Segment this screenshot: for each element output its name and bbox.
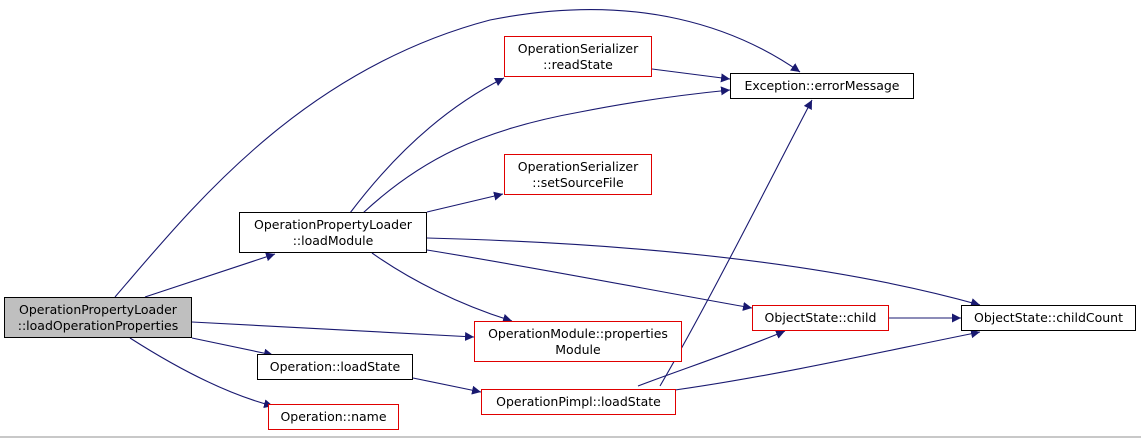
edge-root-to-loadstate <box>191 337 274 358</box>
node-label: OperationPimpl::loadState <box>496 394 661 409</box>
node-read-state[interactable]: OperationSerializer ::readState <box>504 36 652 77</box>
node-label-line1: OperationPropertyLoader <box>19 301 177 317</box>
node-label: Exception::errorMessage <box>744 78 900 93</box>
edge-loadmodule-to-errormessage <box>362 86 731 214</box>
bottom-divider <box>0 436 1141 438</box>
edge-loadmodule-to-propertiesmodule <box>371 252 513 323</box>
node-label: ObjectState::child <box>764 310 877 325</box>
node-label: Operation::loadState <box>269 359 401 374</box>
node-label-line2: ::setSourceFile <box>532 174 624 190</box>
node-object-state-child[interactable]: ObjectState::child <box>752 305 889 331</box>
edge-root-to-propertiesmodule <box>191 321 475 342</box>
node-label-line1: OperationPropertyLoader <box>254 216 412 232</box>
edge-root-to-loadmodule <box>144 252 276 298</box>
edge-loadmodule-to-setsourcefile <box>426 191 504 213</box>
edge-pimplloadstate-to-childcount <box>674 329 981 391</box>
node-label-line1: OperationModule::properties <box>488 325 668 341</box>
node-object-state-child-count[interactable]: ObjectState::childCount <box>961 305 1136 331</box>
node-operation-name[interactable]: Operation::name <box>268 404 399 430</box>
edge-loadmodule-to-child <box>426 249 753 311</box>
node-pimpl-load-state[interactable]: OperationPimpl::loadState <box>481 389 676 415</box>
node-load-module[interactable]: OperationPropertyLoader ::loadModule <box>239 212 427 253</box>
node-label-line1: OperationSerializer <box>517 40 639 56</box>
node-load-operation-properties: OperationPropertyLoader ::loadOperationP… <box>4 297 192 338</box>
edge-root-to-errormessage <box>114 9 801 298</box>
edge-pimplloadstate-to-child <box>637 330 786 387</box>
node-label: Operation::name <box>280 409 387 424</box>
edge-pimplloadstate-to-errormessage <box>659 99 813 387</box>
edge-root-to-name <box>129 337 274 409</box>
node-label-line2: Module <box>555 341 601 357</box>
node-label-line2: ::loadOperationProperties <box>17 317 179 333</box>
edge-loadmodule-to-readstate <box>349 77 505 214</box>
edge-readstate-to-errormessage <box>651 68 731 83</box>
node-error-message[interactable]: Exception::errorMessage <box>730 73 914 99</box>
node-label-line2: ::loadModule <box>292 232 374 248</box>
node-label-line2: ::readState <box>543 56 613 72</box>
node-operation-load-state[interactable]: Operation::loadState <box>257 354 413 380</box>
node-properties-module[interactable]: OperationModule::properties Module <box>474 321 682 362</box>
node-set-source-file[interactable]: OperationSerializer ::setSourceFile <box>504 154 652 195</box>
edge-loadmodule-to-childcount <box>426 237 981 307</box>
edge-loadstate-to-pimplloadstate <box>412 377 482 395</box>
node-label-line1: OperationSerializer <box>517 158 639 174</box>
node-label: ObjectState::childCount <box>973 310 1124 325</box>
